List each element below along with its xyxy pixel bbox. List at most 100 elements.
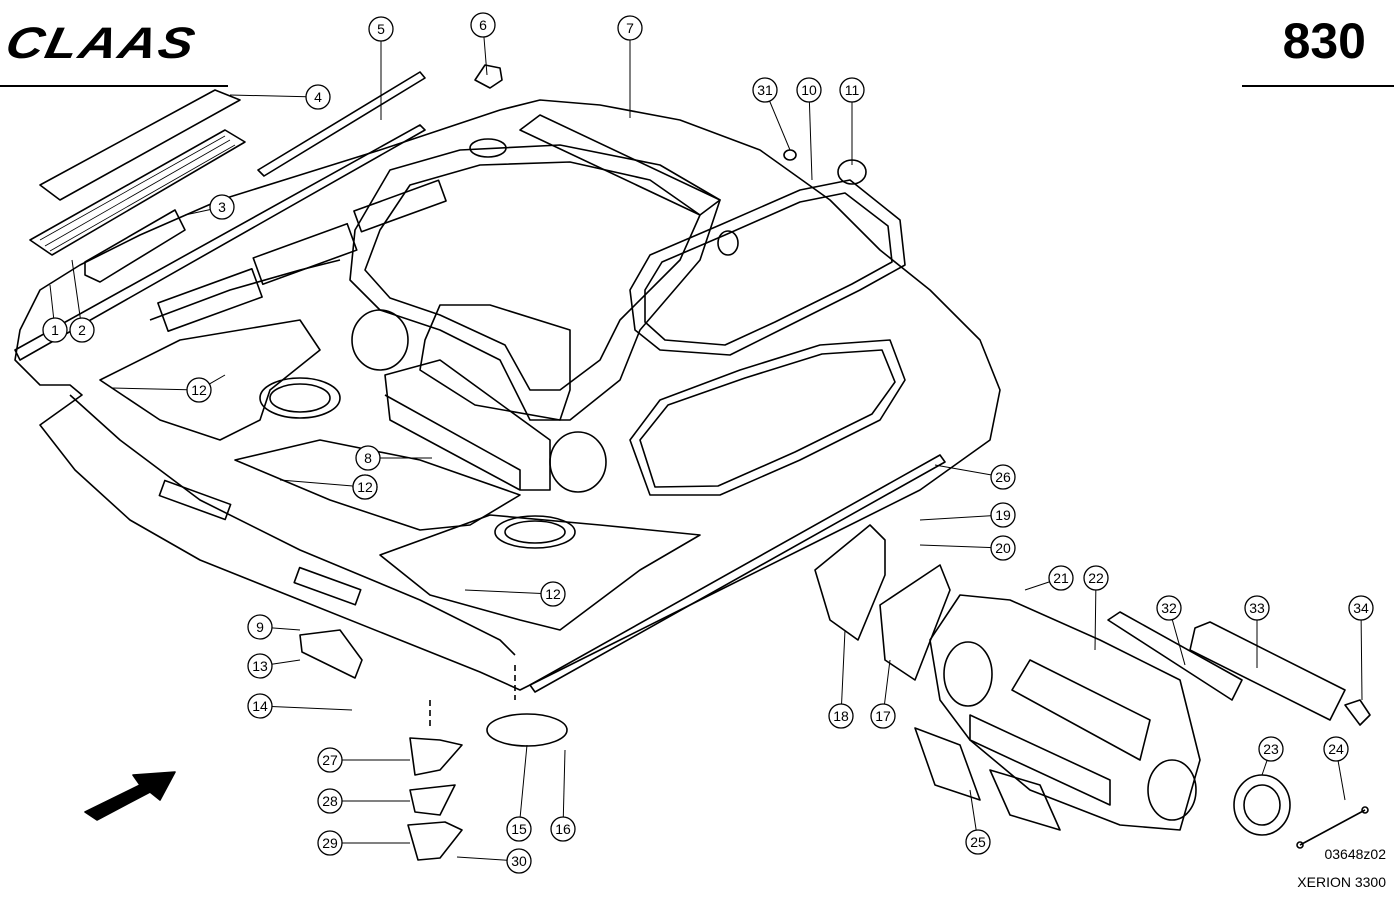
callout-circle bbox=[1048, 565, 1074, 591]
callout-14: 14 bbox=[247, 693, 273, 719]
callout-label: 24 bbox=[1328, 741, 1344, 757]
callout-label: 6 bbox=[479, 17, 487, 33]
part-6-cap bbox=[469, 64, 507, 158]
callout-circle bbox=[796, 77, 822, 103]
callout-label: 1 bbox=[51, 322, 59, 338]
callout-label: 8 bbox=[364, 450, 372, 466]
callout-circle bbox=[990, 502, 1016, 528]
leader-line bbox=[111, 387, 200, 391]
callout-label: 33 bbox=[1249, 600, 1265, 616]
callout-circle bbox=[247, 693, 273, 719]
callout-circle bbox=[990, 535, 1016, 561]
leader-line bbox=[259, 705, 353, 711]
callout-label: 2 bbox=[78, 322, 86, 338]
callout-circle bbox=[1323, 736, 1349, 762]
callout-label: 17 bbox=[875, 708, 891, 724]
callout-6: 6 bbox=[470, 12, 496, 38]
control-console bbox=[814, 524, 1371, 849]
callout-label: 28 bbox=[322, 793, 338, 809]
callout-circle bbox=[42, 317, 68, 343]
callout-label: 26 bbox=[995, 469, 1011, 485]
callout-28: 28 bbox=[317, 788, 343, 814]
callout-16: 16 bbox=[550, 816, 576, 842]
callout-30: 30 bbox=[506, 848, 532, 874]
callout-label: 5 bbox=[377, 21, 385, 37]
callout-33: 33 bbox=[1244, 595, 1270, 621]
callout-12: 12 bbox=[186, 377, 212, 403]
callout-23: 23 bbox=[1258, 736, 1284, 762]
callout-label: 9 bbox=[256, 619, 264, 635]
callout-label: 18 bbox=[833, 708, 849, 724]
callout-label: 22 bbox=[1088, 570, 1104, 586]
drawing-id: 03648z02 bbox=[1324, 846, 1386, 862]
callout-circle bbox=[1348, 595, 1374, 621]
callout-19: 19 bbox=[990, 502, 1016, 528]
callout-27: 27 bbox=[317, 747, 343, 773]
callout-label: 3 bbox=[218, 199, 226, 215]
leader-line bbox=[464, 589, 554, 595]
callout-9: 9 bbox=[247, 614, 273, 640]
model-name: XERION 3300 bbox=[1297, 874, 1386, 890]
callout-circle bbox=[990, 464, 1016, 490]
callout-circle bbox=[470, 12, 496, 38]
sunroof-frame bbox=[629, 149, 906, 356]
leader-line bbox=[808, 89, 813, 181]
callout-22: 22 bbox=[1083, 565, 1109, 591]
callout-17: 17 bbox=[870, 703, 896, 729]
callout-26: 26 bbox=[990, 464, 1016, 490]
leader-line bbox=[562, 749, 566, 830]
callout-label: 20 bbox=[995, 540, 1011, 556]
callout-circle bbox=[352, 474, 378, 500]
callout-circle bbox=[69, 317, 95, 343]
callout-18: 18 bbox=[828, 703, 854, 729]
callout-5: 5 bbox=[368, 16, 394, 42]
headliner-panel bbox=[14, 99, 1001, 693]
callout-circle bbox=[317, 747, 343, 773]
callout-circle bbox=[317, 830, 343, 856]
callout-label: 14 bbox=[252, 698, 268, 714]
callout-29: 29 bbox=[317, 830, 343, 856]
callout-circle bbox=[839, 77, 865, 103]
callout-label: 4 bbox=[314, 89, 322, 105]
callout-label: 30 bbox=[511, 853, 527, 869]
callout-12: 12 bbox=[352, 474, 378, 500]
callout-label: 23 bbox=[1263, 741, 1279, 757]
page-number: 830 bbox=[1282, 13, 1366, 69]
callout-24: 24 bbox=[1323, 736, 1349, 762]
callout-label: 15 bbox=[511, 821, 527, 837]
callout-8: 8 bbox=[355, 445, 381, 471]
callout-circle bbox=[506, 816, 532, 842]
callout-circle bbox=[209, 194, 235, 220]
callout-32: 32 bbox=[1156, 595, 1182, 621]
callout-11: 11 bbox=[839, 77, 865, 103]
lower-parts bbox=[299, 629, 568, 861]
callout-circle bbox=[186, 377, 212, 403]
callout-circle bbox=[1083, 565, 1109, 591]
callout-label: 25 bbox=[970, 834, 986, 850]
direction-arrow-icon bbox=[84, 771, 176, 821]
callout-label: 16 bbox=[555, 821, 571, 837]
part-7-rail bbox=[519, 114, 721, 216]
callout-label: 12 bbox=[191, 382, 207, 398]
callout-10: 10 bbox=[796, 77, 822, 103]
callout-circle bbox=[1258, 736, 1284, 762]
callout-circle bbox=[355, 445, 381, 471]
leader-line bbox=[279, 479, 366, 488]
callout-34: 34 bbox=[1348, 595, 1374, 621]
callout-circle bbox=[870, 703, 896, 729]
callout-circle bbox=[247, 653, 273, 679]
callout-label: 31 bbox=[757, 82, 773, 98]
callout-label: 32 bbox=[1161, 600, 1177, 616]
leader-line bbox=[919, 544, 1004, 549]
callout-label: 19 bbox=[995, 507, 1011, 523]
callout-25: 25 bbox=[965, 829, 991, 855]
callout-label: 29 bbox=[322, 835, 338, 851]
callout-circle bbox=[305, 84, 331, 110]
callout-label: 7 bbox=[626, 20, 634, 36]
callout-circle bbox=[506, 848, 532, 874]
callout-label: 34 bbox=[1353, 600, 1369, 616]
callout-circle bbox=[540, 581, 566, 607]
callout-circle bbox=[550, 816, 576, 842]
callout-circle bbox=[828, 703, 854, 729]
